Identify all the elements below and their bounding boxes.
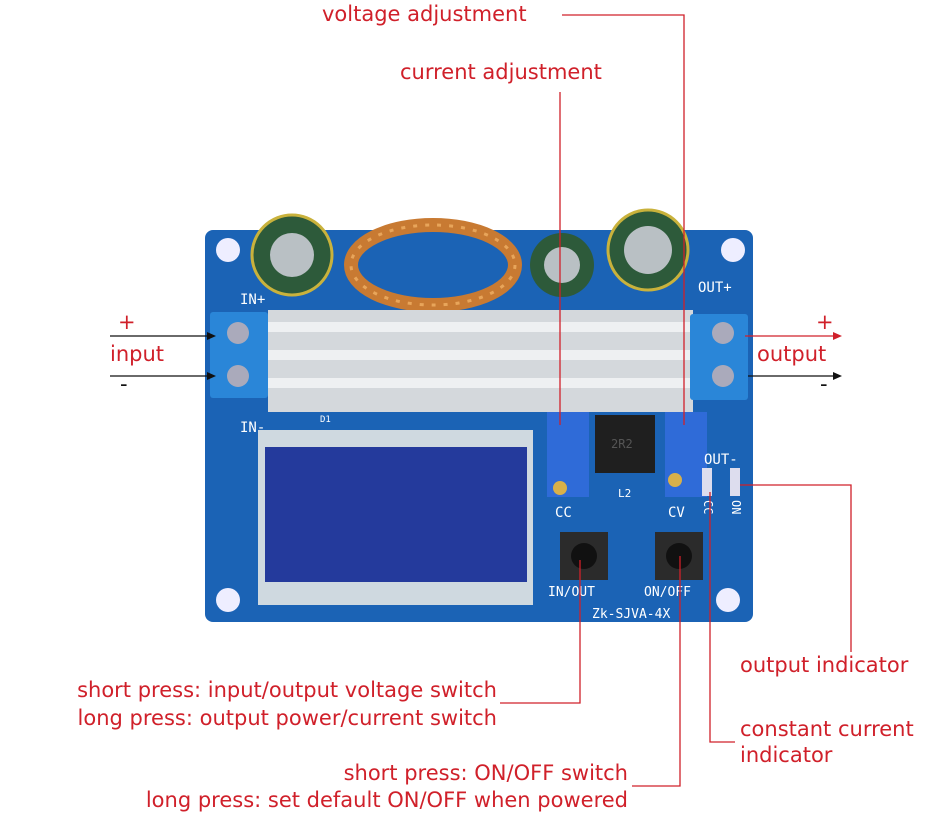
silk-led-on: ON	[729, 500, 743, 514]
cc-led	[702, 468, 712, 496]
silk-cc: CC	[555, 505, 572, 521]
output-indicator-leader	[740, 484, 852, 652]
capacitor-top	[270, 233, 314, 277]
screw	[227, 365, 249, 387]
input-plus-label: +	[118, 310, 136, 334]
on-led	[730, 468, 740, 496]
output-plus-label: +	[816, 310, 834, 334]
capacitor-top	[624, 226, 672, 274]
mount-hole	[716, 588, 740, 612]
cc-potentiometer	[547, 412, 589, 497]
cc-indicator-leader	[709, 492, 735, 743]
screw	[712, 322, 734, 344]
silk-out-minus: OUT-	[704, 452, 738, 468]
capacitor-top	[544, 247, 580, 283]
mount-hole	[721, 238, 745, 262]
silk-d1: D1	[320, 415, 331, 425]
mount-hole	[216, 588, 240, 612]
smd-inductor	[595, 415, 655, 473]
inout-long-press-label: long press: output power/current switch	[77, 706, 497, 730]
input-minus-label: -	[120, 372, 128, 396]
inout-short-press-label: short press: input/output voltage switch	[77, 678, 497, 702]
input-terminal	[210, 312, 268, 398]
cc-indicator-label-1: constant current	[740, 717, 914, 741]
silk-onoff: ON/OFF	[644, 585, 691, 600]
silk-model: Zk-SJVA-4X	[592, 607, 670, 622]
onoff-long-press-label: long press: set default ON/OFF when powe…	[145, 788, 628, 812]
onoff-leader	[632, 556, 681, 787]
input-label: input	[110, 342, 165, 366]
silk-cv: CV	[668, 505, 685, 521]
output-minus-label: -	[820, 372, 828, 396]
mount-hole	[216, 238, 240, 262]
screw	[712, 365, 734, 387]
voltage-adjustment-label: voltage adjustment	[322, 2, 527, 26]
silk-inout: IN/OUT	[548, 585, 595, 600]
output-indicator-label: output indicator	[740, 653, 909, 677]
voltage-adjustment-leader	[562, 14, 685, 425]
output-label: output	[757, 342, 827, 366]
silk-in-minus: IN-	[240, 420, 265, 436]
silk-led-cc: CC	[701, 500, 715, 514]
silk-l2: L2	[618, 487, 631, 500]
inductor-marking: 2R2	[611, 437, 633, 451]
cc-indicator-label-2: indicator	[740, 743, 833, 767]
silk-in-plus: IN+	[240, 292, 265, 308]
silk-out-plus: OUT+	[698, 280, 732, 296]
current-adjustment-label: current adjustment	[400, 60, 602, 84]
inout-leader	[500, 560, 581, 704]
onoff-short-press-label: short press: ON/OFF switch	[343, 761, 628, 785]
lcd-screen	[265, 447, 527, 582]
screw	[227, 322, 249, 344]
